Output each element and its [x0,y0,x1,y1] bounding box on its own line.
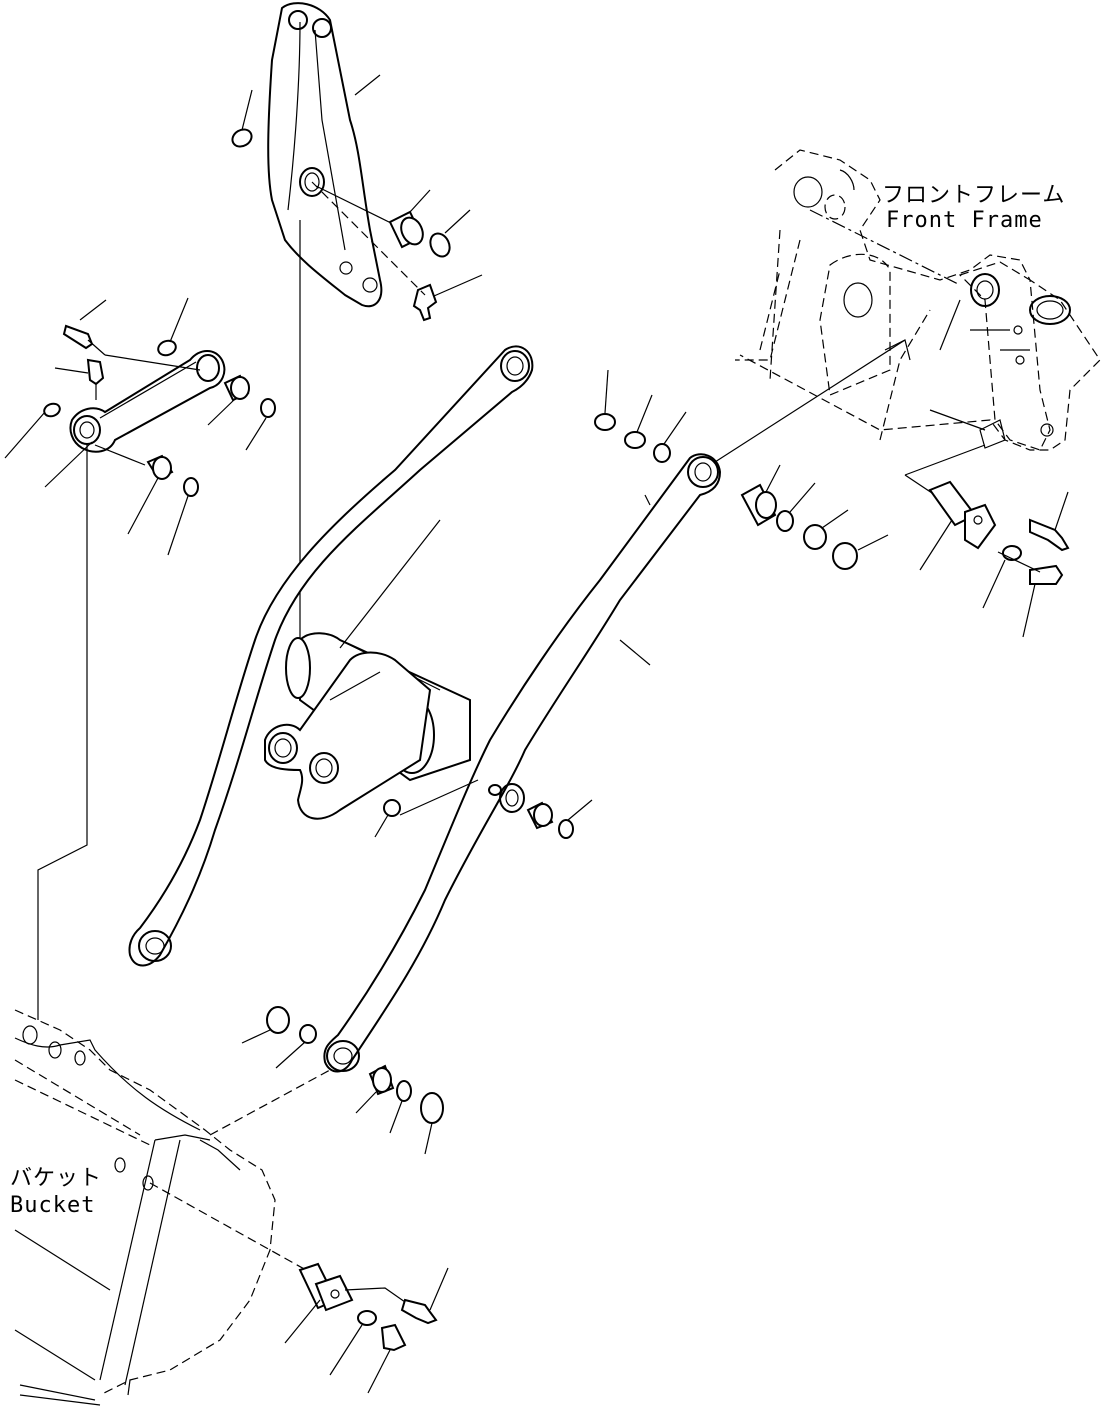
leader-boom [619,639,651,666]
bucket-label-en: Bucket [10,1193,96,1218]
guide-line-frame [929,409,986,431]
front-frame-label-jp: フロントフレーム [882,183,1066,208]
link-grease-fittings [54,299,201,400]
bellcrank-plate [267,2,383,308]
frame-pin-parts [904,444,1070,638]
bucket-label-jp: バケット [10,1166,103,1191]
link-rod [69,350,226,453]
bucket [14,1009,316,1406]
guide-line-bucket-link [37,444,88,1020]
boom-frame-pin-parts [594,339,906,570]
left-boom-arm [128,345,534,967]
boom-bucket-pin-parts [241,1006,444,1155]
front-frame [735,149,1101,451]
guide-line-tube [339,519,441,649]
bellcrank-pin-parts [231,74,483,322]
cylinder-bracket [264,651,432,820]
front-frame-label-en: Front Frame [886,208,1043,233]
link-seals [4,297,276,556]
cylinder-mount-seals [374,779,593,839]
bucket-pin-parts [284,1262,449,1394]
right-boom-arm [323,453,722,1073]
guide-line-bucket-boom [209,1069,331,1136]
